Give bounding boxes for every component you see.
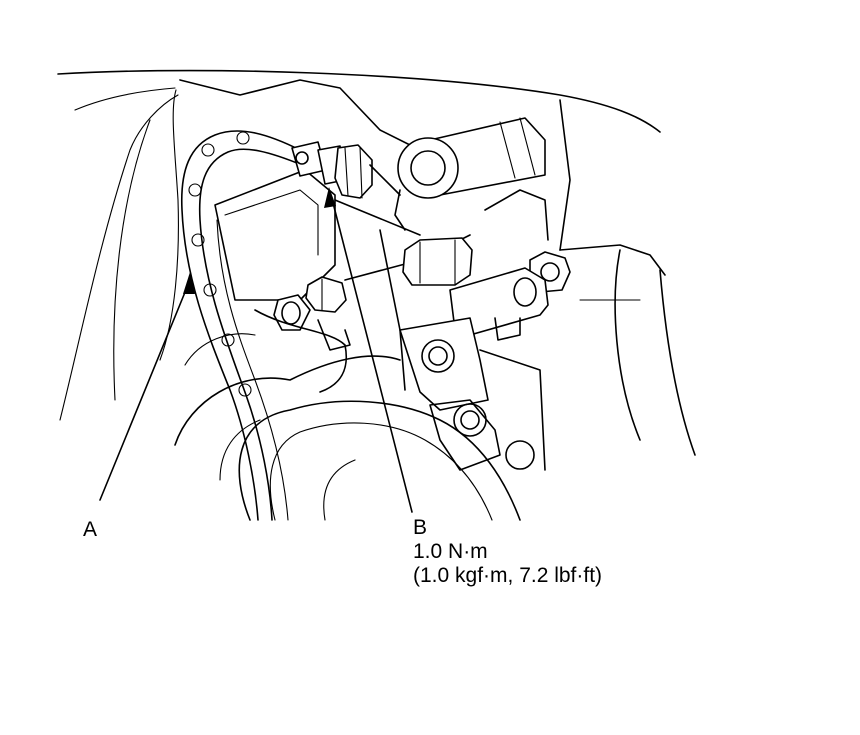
callout-b: B 1.0 N·m (1.0 kgf·m, 7.2 lbf·ft): [413, 516, 602, 588]
bolt-right: [449, 251, 571, 341]
leader-line-b: [324, 187, 413, 513]
flange-bolts: [399, 317, 535, 471]
callout-label-a: A: [83, 518, 98, 541]
inner-fender: [59, 87, 179, 421]
hose-fitting-bolt: [291, 141, 401, 199]
torque-spec-metric: 1.0 N·m: [413, 540, 488, 563]
lower-bolt-left: [273, 276, 351, 351]
control-arm-bushing: [394, 117, 546, 231]
brake-disc: [174, 309, 521, 521]
brake-hose: [180, 130, 303, 521]
leader-line-a: [99, 272, 195, 501]
torque-spec-imperial: (1.0 kgf·m, 7.2 lbf·ft): [413, 564, 603, 587]
callout-label-b: B: [413, 516, 428, 539]
hex-nut-center: [402, 237, 473, 286]
fender-arch: [57, 69, 661, 133]
